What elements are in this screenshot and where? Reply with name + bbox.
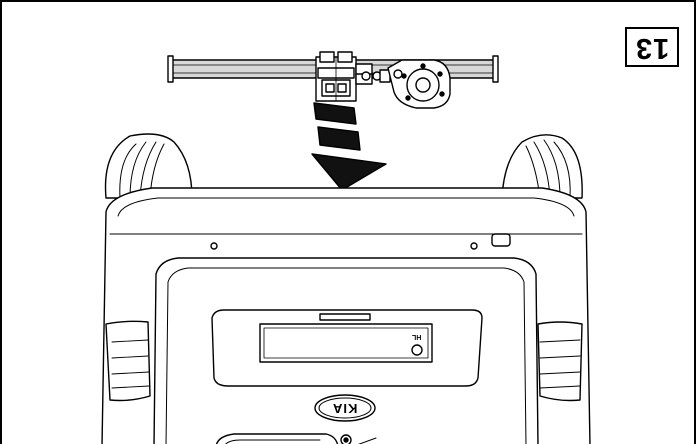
brand-logo: KIA (314, 396, 376, 420)
plate-lamp (319, 313, 371, 321)
step-number-box: 13 (625, 27, 679, 67)
reflector-right (537, 321, 583, 402)
plate-mark-text: HL (412, 332, 422, 340)
crossbar-end-right (492, 55, 499, 83)
vehicle-rear (101, 133, 591, 444)
license-plate (259, 323, 433, 363)
step-number: 13 (634, 31, 670, 64)
license-plate-recess (211, 309, 483, 387)
keyhole (411, 344, 423, 356)
ball-mount-plate (387, 59, 451, 109)
bumper-sensor (491, 233, 511, 247)
crossbar-end-left (167, 55, 174, 83)
tailgate-handle (215, 433, 377, 444)
down-arrow-icon (311, 102, 387, 191)
bumper-hole-left (210, 242, 218, 250)
brand-logo-text: KIA (332, 400, 358, 416)
bumper-hole-right (470, 242, 478, 250)
reflector-left (105, 320, 151, 402)
plate-mark-label: HL (407, 328, 427, 344)
link-bolts (361, 69, 391, 83)
brand-emblem (314, 394, 376, 422)
tow-bar-assembly (167, 51, 499, 109)
